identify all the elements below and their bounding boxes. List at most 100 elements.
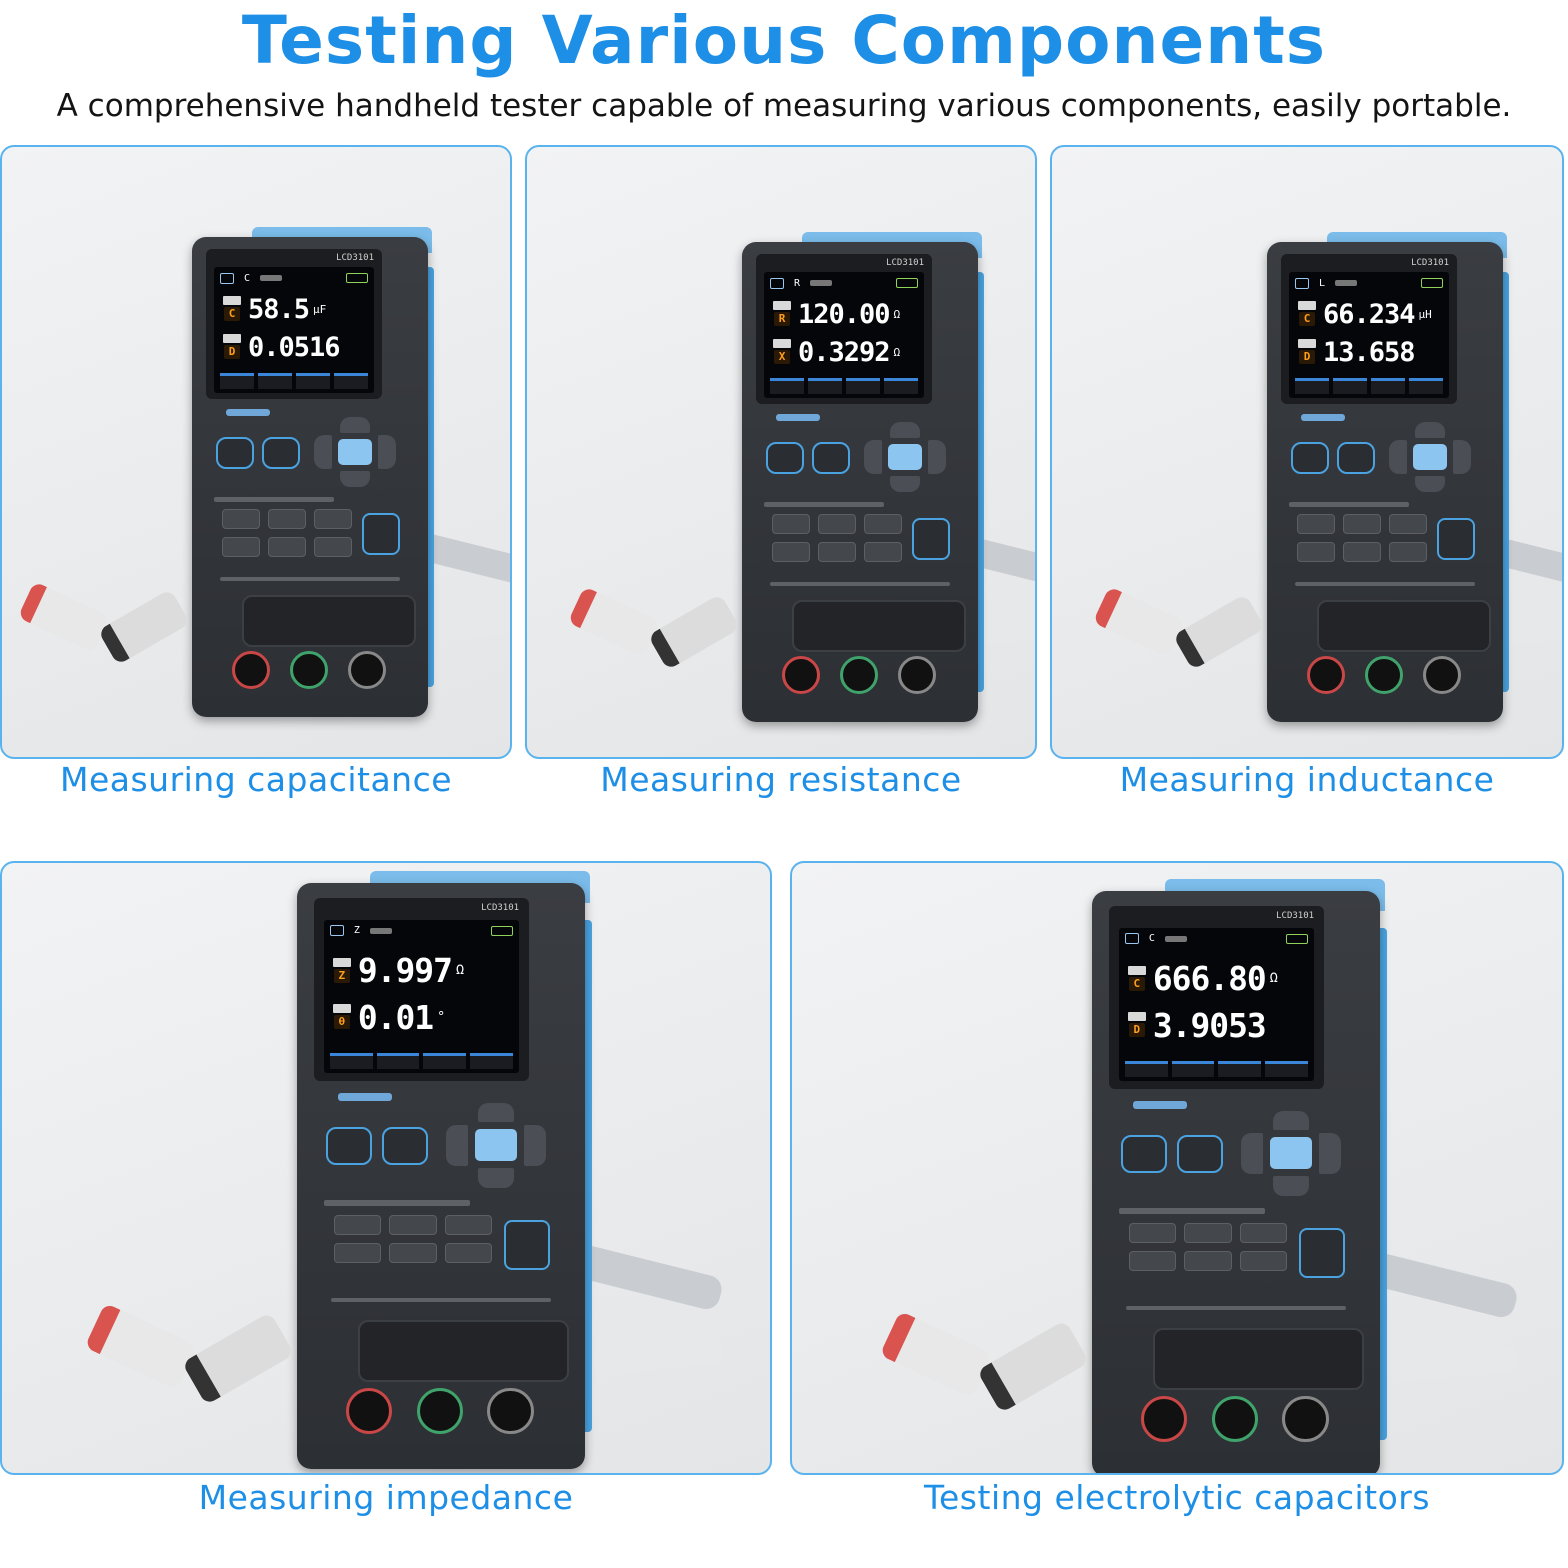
up-arrow-button[interactable] [340, 417, 370, 433]
left-arrow-button[interactable] [314, 435, 332, 469]
secondary-param-letter: θ [333, 1015, 350, 1030]
test-jack[interactable] [1365, 656, 1403, 694]
function-key[interactable] [1184, 1222, 1232, 1243]
power-button[interactable] [362, 513, 400, 555]
test-jack[interactable] [487, 1388, 534, 1435]
mode-button[interactable] [766, 442, 804, 474]
function-key[interactable] [864, 542, 902, 562]
function-key[interactable] [1343, 542, 1381, 562]
test-jack[interactable] [1282, 1396, 1329, 1443]
test-jack[interactable] [1307, 656, 1345, 694]
test-jack[interactable] [348, 651, 386, 689]
power-button[interactable] [1299, 1227, 1345, 1279]
left-arrow-button[interactable] [1240, 1132, 1263, 1175]
test-jack[interactable] [1423, 656, 1461, 694]
side-strip [974, 272, 984, 692]
right-arrow-button[interactable] [928, 440, 946, 474]
range-button[interactable] [262, 437, 300, 469]
function-key[interactable] [389, 1242, 437, 1263]
function-key[interactable] [818, 514, 856, 534]
hold-icon [1124, 933, 1139, 945]
function-key[interactable] [818, 542, 856, 562]
function-key[interactable] [389, 1214, 437, 1235]
function-key[interactable] [772, 514, 810, 534]
function-key[interactable] [222, 537, 260, 557]
ok-button[interactable] [1413, 444, 1447, 470]
test-jack[interactable] [782, 656, 820, 694]
mode-button[interactable] [216, 437, 254, 469]
test-jack[interactable] [345, 1388, 393, 1435]
parameter-cell [376, 1053, 420, 1070]
right-arrow-button[interactable] [523, 1124, 546, 1167]
parameter-cell [329, 1053, 373, 1070]
ok-button[interactable] [475, 1129, 517, 1162]
test-jack[interactable] [840, 656, 878, 694]
function-key[interactable] [1128, 1222, 1177, 1243]
test-jack[interactable] [898, 656, 936, 694]
power-button[interactable] [1437, 518, 1475, 560]
mode-button[interactable] [1121, 1135, 1167, 1174]
function-key[interactable] [333, 1214, 382, 1235]
ok-button[interactable] [338, 439, 372, 465]
parameter-bar [1124, 1061, 1309, 1078]
down-arrow-button[interactable] [1415, 476, 1445, 492]
up-arrow-button[interactable] [477, 1102, 515, 1123]
function-key[interactable] [1184, 1250, 1232, 1271]
function-key[interactable] [268, 537, 306, 557]
up-arrow-button[interactable] [890, 422, 920, 438]
function-key[interactable] [1297, 542, 1335, 562]
right-arrow-button[interactable] [378, 435, 396, 469]
mode-button[interactable] [1291, 442, 1329, 474]
function-key[interactable] [864, 514, 902, 534]
test-jack[interactable] [1211, 1396, 1258, 1443]
test-jack[interactable] [1140, 1396, 1188, 1443]
function-key[interactable] [314, 537, 352, 557]
function-key[interactable] [268, 509, 306, 529]
test-jack[interactable] [232, 651, 270, 689]
power-button[interactable] [912, 518, 950, 560]
range-button[interactable] [1337, 442, 1375, 474]
up-arrow-button[interactable] [1272, 1110, 1310, 1131]
down-arrow-button[interactable] [340, 471, 370, 487]
right-arrow-button[interactable] [1453, 440, 1471, 474]
range-button[interactable] [812, 442, 850, 474]
left-arrow-button[interactable] [445, 1124, 468, 1167]
test-jack[interactable] [416, 1388, 463, 1435]
tag-header [1298, 301, 1316, 310]
range-button[interactable] [382, 1127, 428, 1166]
primary-value: 666.80 [1152, 959, 1267, 999]
down-arrow-button[interactable] [477, 1168, 515, 1188]
up-arrow-button[interactable] [1415, 422, 1445, 438]
function-key[interactable] [444, 1214, 493, 1235]
function-key[interactable] [222, 509, 260, 529]
ok-button[interactable] [1270, 1137, 1312, 1170]
function-key[interactable] [1389, 514, 1427, 534]
left-arrow-button[interactable] [864, 440, 882, 474]
ok-button[interactable] [888, 444, 922, 470]
down-arrow-button[interactable] [890, 476, 920, 492]
left-arrow-button[interactable] [1389, 440, 1407, 474]
right-arrow-button[interactable] [1318, 1132, 1341, 1175]
function-key[interactable] [1239, 1222, 1288, 1243]
mode-button[interactable] [326, 1127, 372, 1166]
function-key[interactable] [1239, 1250, 1288, 1271]
warning-label [331, 1297, 551, 1302]
down-arrow-button[interactable] [1272, 1176, 1310, 1196]
function-key[interactable] [1389, 542, 1427, 562]
function-key[interactable] [314, 509, 352, 529]
function-key[interactable] [333, 1242, 382, 1263]
function-key[interactable] [772, 542, 810, 562]
parameter-bar [1295, 378, 1443, 394]
function-key[interactable] [444, 1242, 493, 1263]
power-button[interactable] [504, 1219, 550, 1271]
secondary-tag: D [1297, 339, 1317, 365]
function-key[interactable] [1128, 1250, 1177, 1271]
range-button[interactable] [1177, 1135, 1223, 1174]
function-key[interactable] [1343, 514, 1381, 534]
function-key[interactable] [1297, 514, 1335, 534]
test-jack[interactable] [290, 651, 328, 689]
